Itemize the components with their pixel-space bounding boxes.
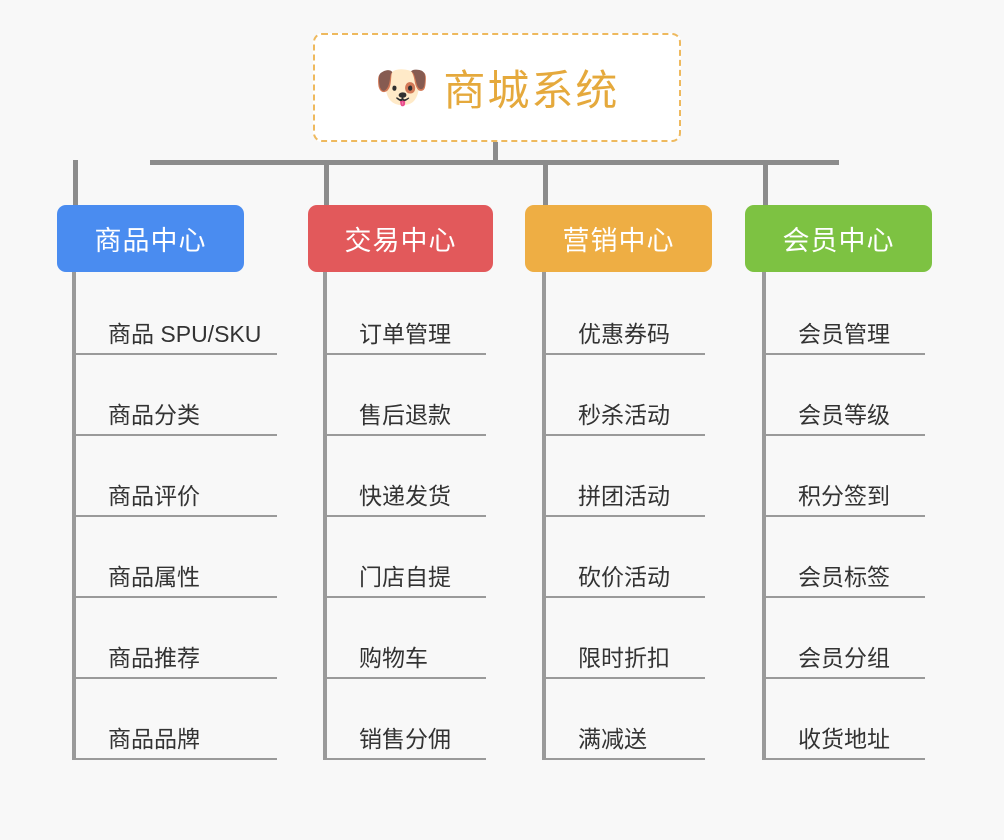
leaf-item[interactable]: 限时折扣 — [542, 598, 705, 679]
leaf-item-underline — [762, 677, 925, 679]
leaf-item-label: 会员分组 — [798, 644, 890, 671]
leaf-item-underline — [323, 758, 486, 760]
category-label: 交易中心 — [344, 226, 457, 256]
leaf-item[interactable]: 门店自提 — [323, 517, 486, 598]
category-box-4[interactable]: 会员中心 — [745, 205, 932, 272]
leaf-item-label: 会员等级 — [798, 401, 890, 428]
leaf-item-label: 售后退款 — [359, 401, 451, 428]
connector-drop-3 — [543, 160, 548, 207]
leaf-item-underline — [542, 434, 705, 436]
leaf-item[interactable]: 收货地址 — [762, 679, 925, 760]
leaf-item-label: 门店自提 — [359, 563, 451, 590]
leaf-item[interactable]: 拼团活动 — [542, 436, 705, 517]
leaf-item-underline — [72, 434, 277, 436]
leaf-item[interactable]: 商品推荐 — [72, 598, 277, 679]
leaf-item[interactable]: 商品分类 — [72, 355, 277, 436]
leaf-item[interactable]: 积分签到 — [762, 436, 925, 517]
leaf-item-underline — [762, 353, 925, 355]
leaf-item-label: 优惠券码 — [578, 320, 670, 347]
leaf-item[interactable]: 会员标签 — [762, 517, 925, 598]
leaf-item-underline — [542, 758, 705, 760]
leaf-item-label: 会员管理 — [798, 320, 890, 347]
leaf-item-underline — [762, 596, 925, 598]
leaf-item-underline — [72, 758, 277, 760]
leaf-item-underline — [323, 677, 486, 679]
dog-face-icon: 🐶 — [374, 62, 430, 112]
leaf-item[interactable]: 商品属性 — [72, 517, 277, 598]
category-label: 营销中心 — [562, 226, 675, 256]
leaf-item[interactable]: 售后退款 — [323, 355, 486, 436]
leaf-item-label: 积分签到 — [798, 482, 890, 509]
leaf-item-label: 满减送 — [578, 725, 647, 752]
leaf-item-label: 商品品牌 — [108, 725, 200, 752]
leaf-item[interactable]: 销售分佣 — [323, 679, 486, 760]
leaf-item-underline — [542, 515, 705, 517]
leaf-item[interactable]: 快递发货 — [323, 436, 486, 517]
leaf-item-underline — [542, 596, 705, 598]
category-box-1[interactable]: 商品中心 — [57, 205, 244, 272]
leaf-item-label: 拼团活动 — [578, 482, 670, 509]
leaf-item-label: 商品推荐 — [108, 644, 200, 671]
leaf-item[interactable]: 会员管理 — [762, 274, 925, 355]
leaf-item[interactable]: 砍价活动 — [542, 517, 705, 598]
leaf-item-label: 订单管理 — [359, 320, 451, 347]
leaf-item-underline — [72, 353, 277, 355]
leaf-item[interactable]: 商品品牌 — [72, 679, 277, 760]
connector-drop-1 — [73, 160, 78, 207]
leaf-item-underline — [762, 434, 925, 436]
leaf-item-underline — [323, 434, 486, 436]
leaf-item-label: 快递发货 — [359, 482, 451, 509]
leaf-item-underline — [323, 515, 486, 517]
leaf-item-label: 限时折扣 — [578, 644, 670, 671]
connector-horizontal-bus — [150, 160, 839, 165]
root-node[interactable]: 🐶 商城系统 — [313, 33, 681, 142]
leaf-item-label: 商品分类 — [108, 401, 200, 428]
leaf-item-underline — [72, 515, 277, 517]
leaf-item-underline — [542, 353, 705, 355]
category-label: 商品中心 — [94, 226, 207, 256]
root-title: 商城系统 — [443, 67, 620, 114]
leaf-item-label: 砍价活动 — [578, 563, 670, 590]
leaf-item-label: 商品属性 — [108, 563, 200, 590]
leaf-item[interactable]: 商品 SPU/SKU — [72, 274, 277, 355]
leaf-item[interactable]: 订单管理 — [323, 274, 486, 355]
category-box-3[interactable]: 营销中心 — [525, 205, 712, 272]
leaf-item-label: 商品评价 — [108, 482, 200, 509]
leaf-item[interactable]: 满减送 — [542, 679, 705, 760]
leaf-item-label: 秒杀活动 — [578, 401, 670, 428]
leaf-item-underline — [72, 596, 277, 598]
connector-root-stem — [493, 142, 498, 164]
leaf-item-label: 会员标签 — [798, 563, 890, 590]
leaf-item[interactable]: 会员等级 — [762, 355, 925, 436]
leaf-item-underline — [323, 596, 486, 598]
leaf-item-label: 销售分佣 — [359, 725, 451, 752]
category-label: 会员中心 — [782, 226, 895, 256]
leaf-item[interactable]: 会员分组 — [762, 598, 925, 679]
connector-drop-4 — [763, 160, 768, 207]
leaf-item-underline — [72, 677, 277, 679]
leaf-item-label: 购物车 — [359, 644, 428, 671]
leaf-item[interactable]: 购物车 — [323, 598, 486, 679]
leaf-item-underline — [542, 677, 705, 679]
leaf-item[interactable]: 商品评价 — [72, 436, 277, 517]
connector-drop-2 — [324, 160, 329, 207]
leaf-item[interactable]: 秒杀活动 — [542, 355, 705, 436]
leaf-item-underline — [323, 353, 486, 355]
leaf-item-label: 收货地址 — [798, 725, 890, 752]
leaf-item-underline — [762, 515, 925, 517]
category-box-2[interactable]: 交易中心 — [308, 205, 493, 272]
leaf-item-label: 商品 SPU/SKU — [108, 320, 262, 347]
leaf-item[interactable]: 优惠券码 — [542, 274, 705, 355]
leaf-item-underline — [762, 758, 925, 760]
